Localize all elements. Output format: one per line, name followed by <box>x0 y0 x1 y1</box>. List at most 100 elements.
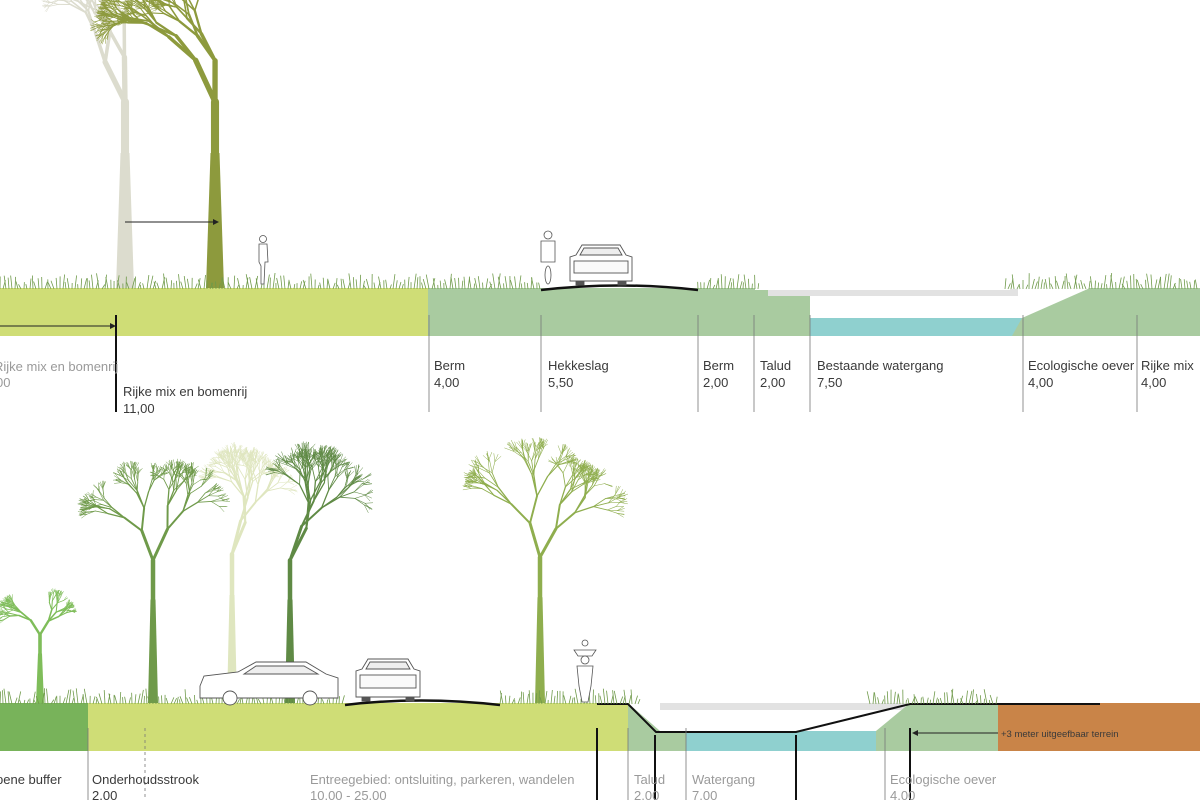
label-rijke-mix-name: Rijke mix en bomenrij <box>123 384 247 399</box>
grass-blade <box>499 690 504 705</box>
grass-blade <box>510 279 514 290</box>
grass-blade <box>574 688 579 705</box>
grass-blade <box>1061 280 1065 290</box>
shrub-tree <box>0 588 77 703</box>
grass-blade <box>1174 283 1177 290</box>
grass-blade <box>88 280 91 290</box>
grass-blade <box>932 691 936 705</box>
light-green-band <box>0 288 428 336</box>
grass-blade <box>935 697 938 705</box>
grass-blade <box>517 697 521 705</box>
grass-blade <box>1088 280 1091 290</box>
bright-green-band <box>0 703 88 751</box>
car-side <box>199 661 339 706</box>
grass-blade <box>874 692 877 705</box>
grass-blade <box>47 282 52 290</box>
grass-blade <box>255 278 259 290</box>
olive-tree <box>89 0 224 288</box>
arrowhead-lower <box>110 323 116 329</box>
grass-blade <box>14 276 17 290</box>
grass-blade <box>3 688 7 705</box>
grass-blade <box>233 275 236 290</box>
grass-blade <box>757 283 760 290</box>
grass-blade <box>19 699 22 705</box>
grass-blade <box>50 280 55 290</box>
grass-blade <box>151 697 154 705</box>
grass-blade <box>612 690 615 705</box>
grass-blade <box>634 695 638 705</box>
grass-blade <box>398 281 402 290</box>
grass-blade <box>156 282 160 290</box>
label-talud-width: 2,00 <box>634 788 659 800</box>
grass-blade <box>1090 276 1093 290</box>
label-buffer: pene buffer <box>0 772 62 787</box>
grass-blade <box>302 279 307 290</box>
grass-blade <box>720 274 723 290</box>
orange-terrain-band <box>998 703 1200 751</box>
grass-blade <box>170 280 173 290</box>
grass-blade <box>736 274 740 290</box>
grass-blade <box>173 698 177 705</box>
grass-blade <box>126 282 130 290</box>
grass-blade <box>550 689 553 705</box>
grass-blade <box>594 695 597 705</box>
grass-blade <box>1065 273 1069 290</box>
water-channel <box>810 318 1022 336</box>
grass-blade <box>146 275 150 290</box>
grass-blade <box>236 284 240 290</box>
grass-blade <box>176 280 178 290</box>
grass-blade <box>1183 279 1186 290</box>
label-eco-oever-name: Ecologische oever <box>1028 358 1135 373</box>
grass-blade <box>950 688 954 705</box>
grass-blade <box>563 695 567 705</box>
grass-blade <box>183 276 187 290</box>
grass-blade <box>473 283 476 290</box>
bottom-trees <box>0 437 629 703</box>
grass-blade <box>623 689 627 705</box>
grass-blade <box>1054 276 1057 290</box>
grass-blade <box>65 689 70 705</box>
grass-blade <box>119 691 122 705</box>
grass-blade <box>352 277 355 290</box>
sage-green-band <box>428 288 810 336</box>
grass-blade <box>134 694 137 705</box>
grass-blade <box>31 275 34 290</box>
grass-blade <box>53 696 57 705</box>
grass-blade <box>980 695 982 705</box>
grass-blade <box>62 697 66 705</box>
grass-blade <box>266 274 270 290</box>
grass-blade <box>946 692 949 705</box>
grass-blade <box>327 279 331 290</box>
car-front-top <box>569 244 633 286</box>
grass-blade <box>1031 278 1035 290</box>
grass-blade <box>407 276 410 290</box>
grass-blade <box>432 278 436 290</box>
grass-blade <box>178 274 181 290</box>
grass-blade <box>951 689 955 705</box>
grass-blade <box>526 693 529 705</box>
grass-blade <box>18 284 22 290</box>
label-eco-oever-name: Ecologische oever <box>890 772 997 787</box>
grass-blade <box>194 283 198 290</box>
grass-blade <box>74 275 77 290</box>
grass-blade <box>341 695 345 705</box>
grass-blade <box>385 279 388 290</box>
label-rijke-mix2-name: Rijke mix <box>1141 358 1194 373</box>
grass-blade <box>914 696 919 705</box>
grass-blade <box>95 698 98 705</box>
label-hekkeslag-name: Hekkeslag <box>548 358 609 373</box>
grass-blade <box>1011 274 1015 290</box>
grass-blade <box>1146 273 1150 290</box>
grass-blade <box>922 696 925 705</box>
grass-blade <box>893 691 896 705</box>
grass-blade <box>389 284 392 290</box>
grass-blade <box>202 698 205 705</box>
grass-blade <box>1074 275 1078 290</box>
car-front-bottom <box>355 658 421 702</box>
grass-blade <box>347 281 351 290</box>
grass-blade <box>449 273 452 290</box>
grass-blade <box>365 278 370 290</box>
grass-blade <box>180 281 184 290</box>
grass-blade <box>1180 279 1183 290</box>
grass-blade <box>203 274 206 290</box>
